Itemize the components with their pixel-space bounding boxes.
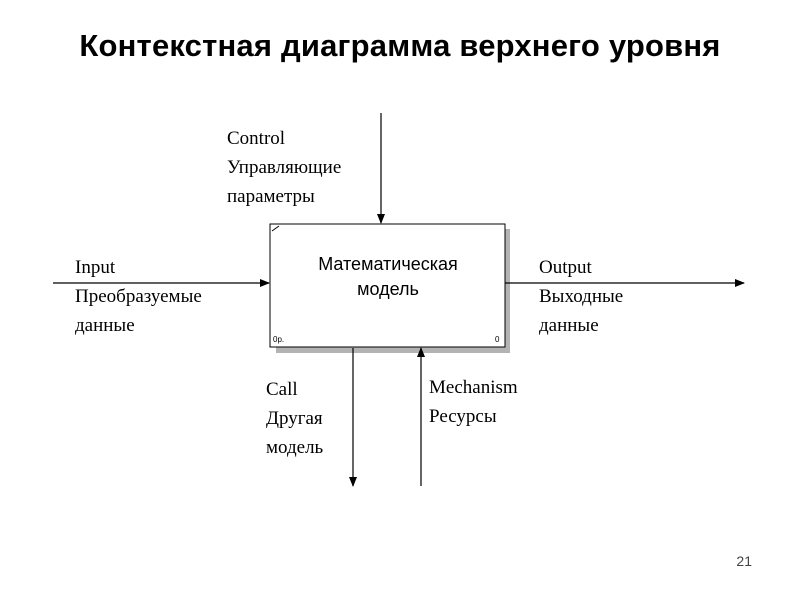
- mechanism-label: Mechanism Ресурсы: [429, 373, 518, 431]
- output-label-line: данные: [539, 315, 599, 336]
- output-label-line: Output: [539, 257, 592, 278]
- control-label-line: Управляющие: [227, 157, 342, 178]
- box-number: 0: [495, 335, 500, 344]
- input-label: Input Преобразуемые данные: [75, 253, 202, 340]
- input-label-line: Input: [75, 257, 116, 278]
- input-label-line: Преобразуемые: [75, 286, 202, 307]
- activity-box-label: Математическая модель: [272, 252, 504, 302]
- call-label: Call Другая модель: [266, 375, 323, 462]
- activity-box-label-line: модель: [357, 279, 419, 299]
- slide-title: Контекстная диаграмма верхнего уровня: [79, 28, 721, 63]
- output-label-line: Выходные: [539, 286, 624, 307]
- input-label-line: данные: [75, 315, 135, 336]
- activity-box: [269, 223, 506, 348]
- mechanism-label-line: Mechanism: [429, 377, 518, 398]
- call-label-line: Call: [266, 379, 298, 400]
- call-label-line: Другая: [266, 408, 323, 429]
- page-number: 21: [736, 553, 752, 569]
- call-label-line: модель: [266, 437, 324, 458]
- box-corner-mark: [271, 225, 280, 232]
- output-label: Output Выходные данные: [539, 253, 623, 340]
- control-label-line: параметры: [227, 186, 315, 207]
- control-label: Control Управляющие параметры: [227, 124, 341, 211]
- mechanism-label-line: Ресурсы: [429, 406, 497, 427]
- control-label-line: Control: [227, 128, 286, 149]
- activity-box-label-line: Математическая: [318, 254, 458, 274]
- node-label: 0р.: [273, 335, 285, 344]
